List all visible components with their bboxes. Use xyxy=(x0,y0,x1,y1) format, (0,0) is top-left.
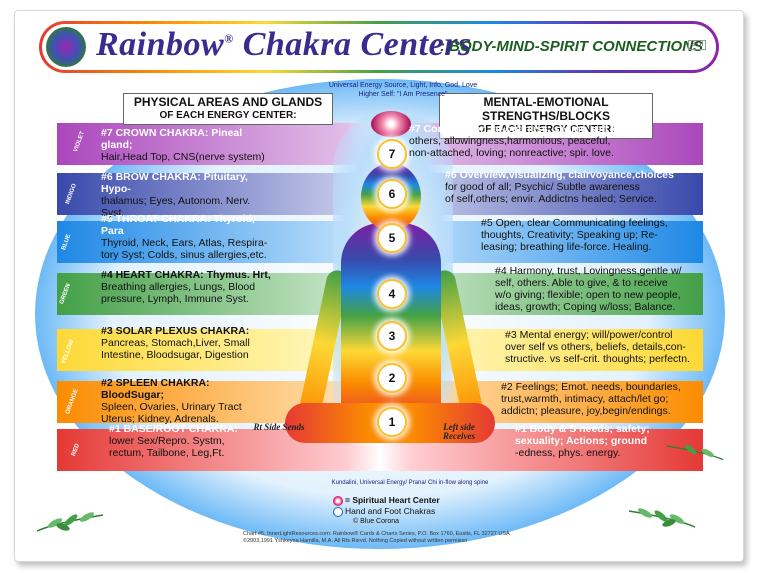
left-column-heading: PHYSICAL AREAS AND GLANDS OF EACH ENERGY… xyxy=(123,93,333,125)
chakra-node-1: 1 xyxy=(377,407,407,437)
copyright-note: Chart #5, InnerLightResources.com: Rainb… xyxy=(243,531,510,544)
page-title: Rainbow® Chakra Centers xyxy=(96,26,472,63)
left-heart-text: #4 HEART CHAKRA: Thymus. Hrt, Breathing … xyxy=(101,269,271,305)
left-brow-text: #6 BROW CHAKRA: Pituitary, Hypo- thalamu… xyxy=(101,171,251,219)
left-solar-plexus-text: #3 SOLAR PLEXUS CHAKRA: Pancreas, Stomac… xyxy=(101,325,250,361)
hand-foot-chakra-icon xyxy=(333,506,343,517)
left-spleen-text: #2 SPLEEN CHAKRA: BloodSugar; Spleen, Ov… xyxy=(101,377,242,425)
chakra-node-7: 7 xyxy=(377,139,407,169)
right-brow-text: #6 Overview,visualizing, clairvoyance,ch… xyxy=(445,169,674,205)
left-crown-text: #7 CROWN CHAKRA: Pineal gland; Hair,Head… xyxy=(101,127,265,163)
chakra-node-3: 3 xyxy=(377,321,407,351)
left-leg-label: Rt Side Sends xyxy=(253,422,305,432)
page-subtitle: : BODY-MIND-SPIRIT CONNECTIONS xyxy=(440,38,704,55)
chakra-node-6: 6 xyxy=(377,179,407,209)
leaf-decoration-right-icon xyxy=(627,505,697,531)
right-heart-text: #4 Harmony, trust, Lovingness,gentle w/ … xyxy=(495,265,682,313)
leaf-decoration-right-upper-icon xyxy=(665,439,725,465)
right-leg-label: Left side Receives xyxy=(443,422,475,441)
left-throat-text: #5 THROAT CHAKRA: Thyroid, Para Thyroid,… xyxy=(101,213,268,261)
right-column-heading: MENTAL-EMOTIONAL STRENGTHS/BLOCKS OF EAC… xyxy=(439,93,653,139)
right-spleen-text: #2 Feelings; Emot. needs, boundaries, tr… xyxy=(501,381,681,417)
energy-source-note: Universal Energy Source, Light, Info, Go… xyxy=(328,82,478,98)
right-root-text: #1 Body & S needs; safety; sexuality; Ac… xyxy=(515,423,650,459)
chakra-node-4: 4 xyxy=(377,279,407,309)
right-solar-plexus-text: #3 Mental energy; will/power/control ove… xyxy=(505,329,690,365)
chakra-logo-icon xyxy=(46,27,86,67)
chakra-chart-card: Rainbow® Chakra Centers : BODY-MIND-SPIR… xyxy=(14,10,744,562)
spiritual-heart-icon xyxy=(333,495,343,506)
chakra-node-2: 2 xyxy=(377,363,407,393)
left-root-text: #1 BASE/ROOT CHAKRA: lower Sex/Repro. Sy… xyxy=(109,423,238,459)
crown-lotus-icon xyxy=(371,111,411,137)
legend: = Spiritual Heart Center Hand and Foot C… xyxy=(333,495,440,527)
header-banner: Rainbow® Chakra Centers : BODY-MIND-SPIR… xyxy=(39,21,719,73)
chakra-node-5: 5 xyxy=(377,223,407,253)
leaf-decoration-left-icon xyxy=(35,509,105,535)
badge: SIDI xyxy=(688,40,706,50)
right-crown-text: #7 Compassion, at-oneness, seeing self i… xyxy=(409,123,621,159)
kundalini-note: Kundalini, Universal Energy/ Prana/ Chi … xyxy=(331,480,489,486)
right-throat-text: #5 Open, clear Communicating feelings, t… xyxy=(481,217,668,253)
